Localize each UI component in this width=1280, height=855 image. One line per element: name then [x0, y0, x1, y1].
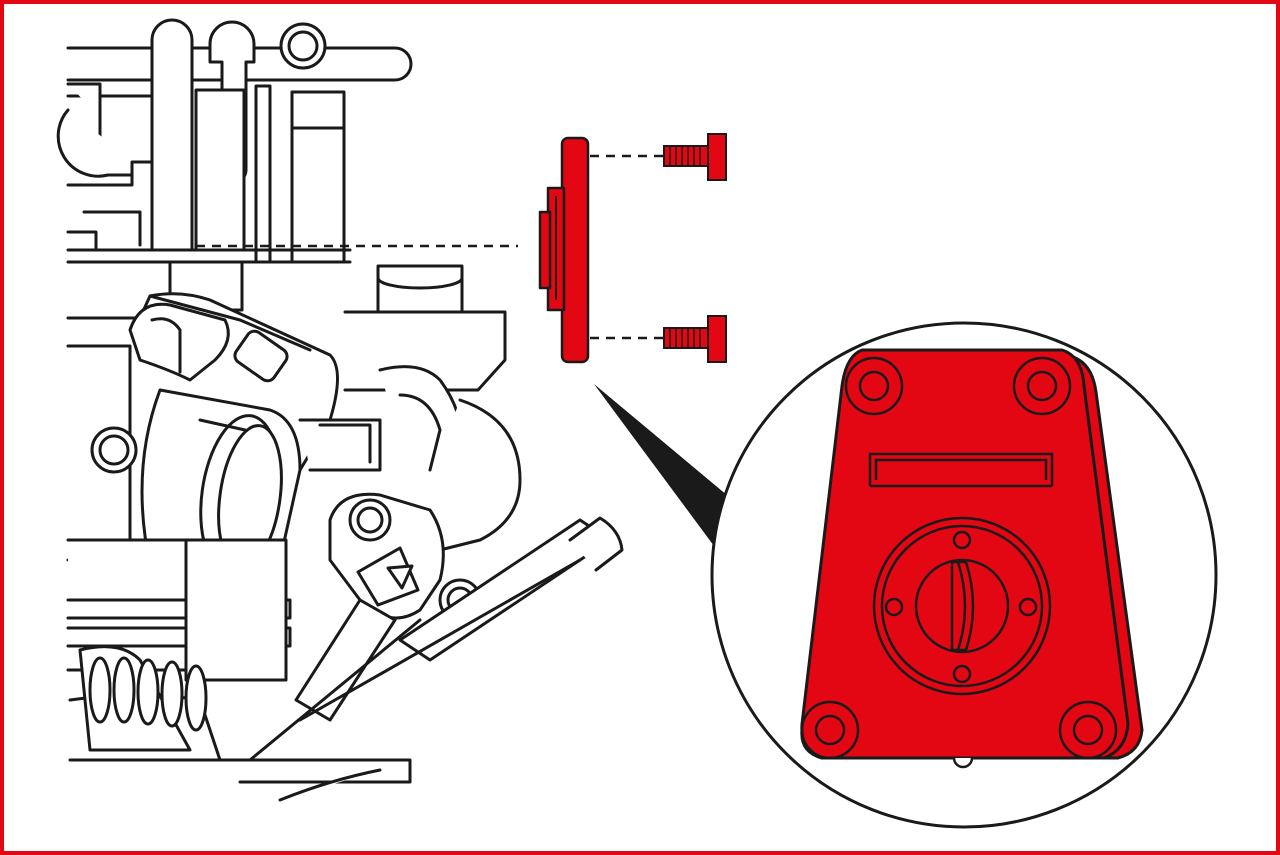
magnified-plate-icon	[710, 321, 1218, 829]
plate-slot	[868, 452, 1054, 488]
bolt-icon	[663, 315, 727, 363]
detail-pointer	[594, 384, 728, 546]
locking-plate-icon	[538, 136, 590, 364]
center-flange	[872, 516, 1052, 696]
engine-block-icon	[56, 18, 624, 802]
alignment-lines	[196, 154, 664, 340]
bolt-icon	[663, 133, 727, 181]
mounting-holes	[800, 356, 1118, 760]
